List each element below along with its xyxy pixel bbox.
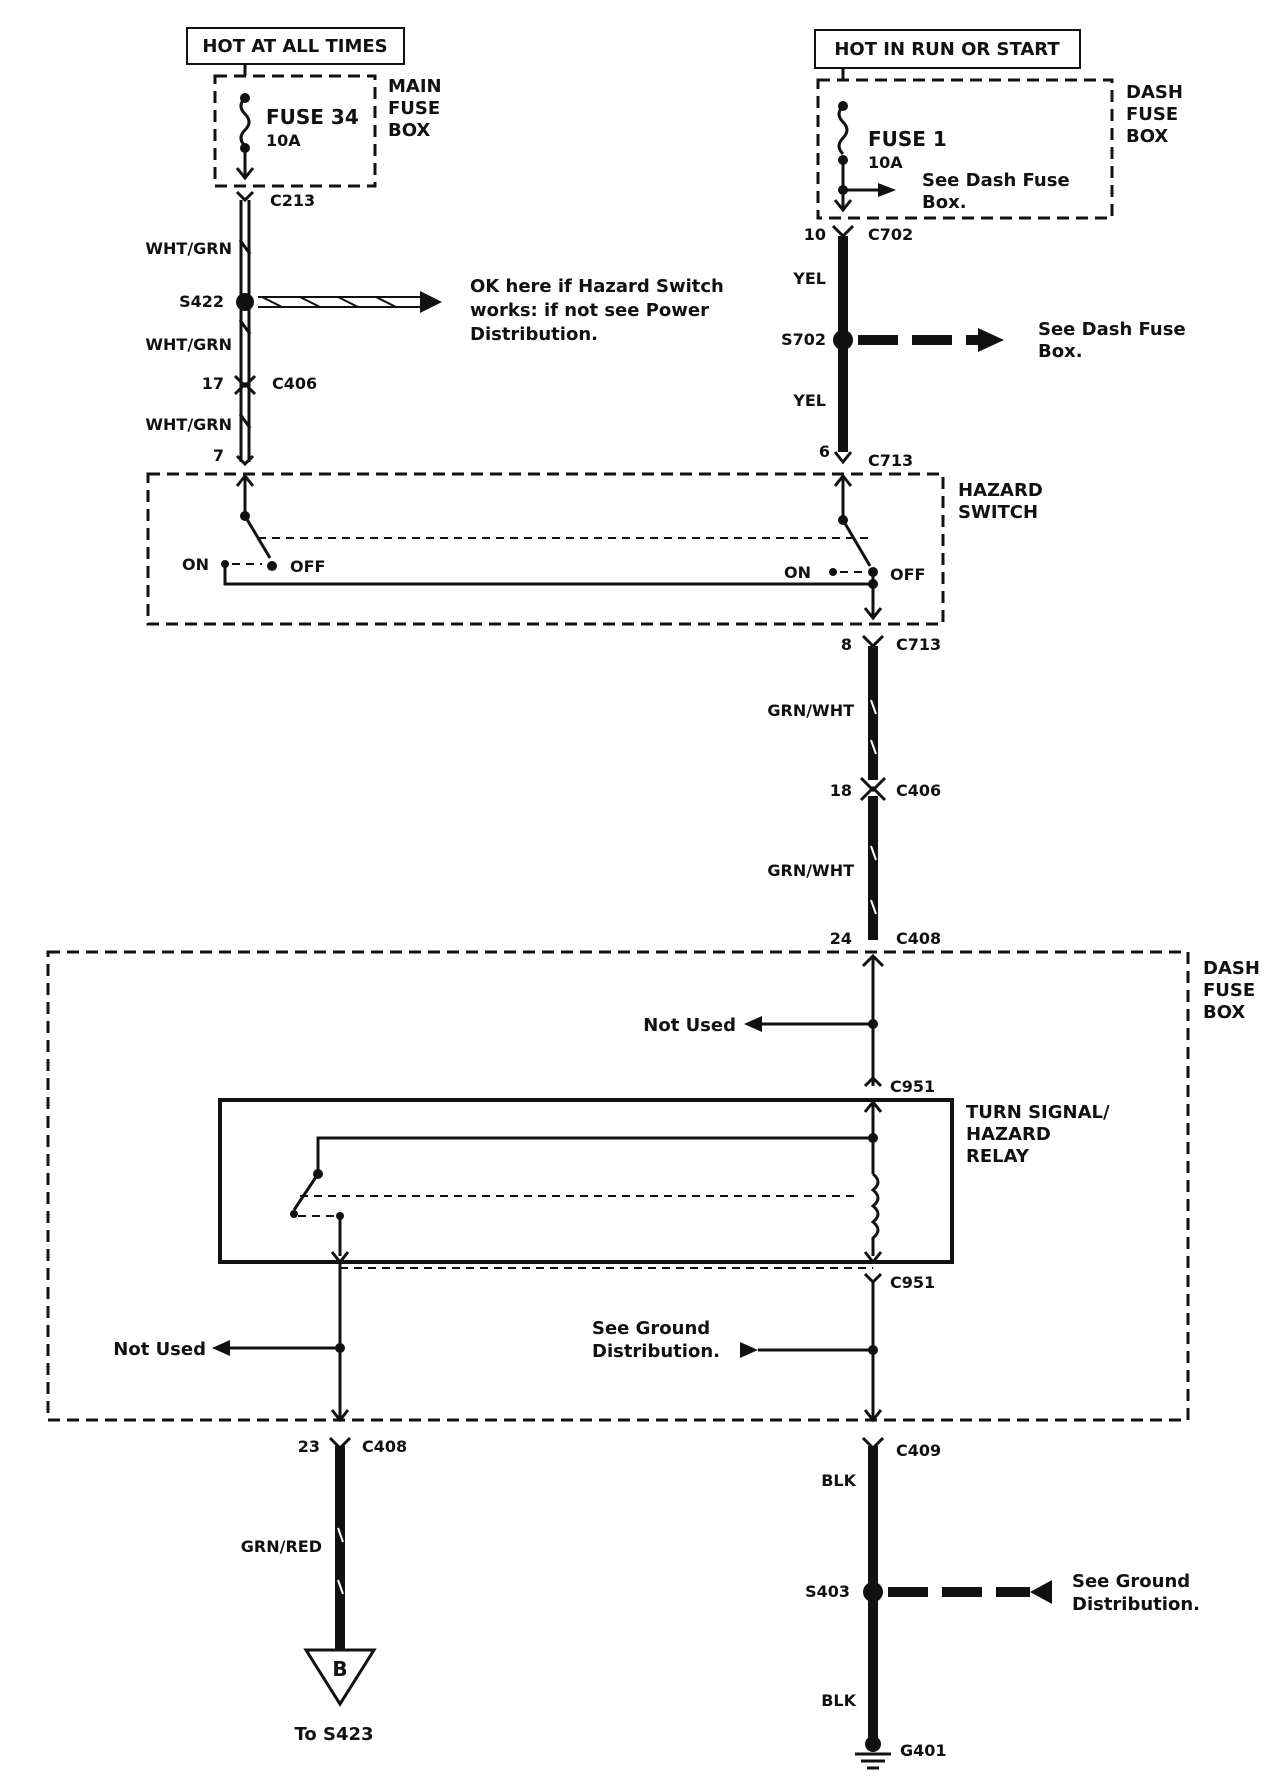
wire-grn-wht	[868, 646, 878, 940]
svg-text:FUSE: FUSE	[1126, 104, 1178, 125]
c702-pin-10: 10	[804, 225, 826, 244]
relay-coil-icon	[870, 1172, 880, 1256]
c713-pin-6: 6	[819, 442, 830, 461]
left-off-label: OFF	[290, 557, 325, 576]
wire-label-yel-1: YEL	[792, 269, 826, 288]
ground-icon	[855, 1736, 891, 1770]
svg-text:FUSE: FUSE	[388, 98, 440, 119]
main-fuse-box: MAIN FUSE BOX FUSE 34 10A	[213, 74, 442, 188]
terminal-b-label: B	[332, 1657, 347, 1681]
s403-note: See Ground	[1072, 1571, 1190, 1592]
fuse-1-rating: 10A	[868, 153, 903, 172]
svg-text:RELAY: RELAY	[966, 1146, 1030, 1167]
connector-c713-out: C713	[896, 635, 941, 654]
terminal-b-icon: B	[303, 1648, 377, 1707]
splice-s403	[863, 1582, 883, 1602]
c406-pin-18: 18	[830, 781, 852, 800]
left-wire-wht-grn	[238, 200, 252, 462]
svg-text:BOX: BOX	[1126, 126, 1168, 147]
wire-label-grn-red: GRN/RED	[241, 1537, 322, 1556]
connector-c213: C213	[270, 191, 315, 210]
wire-label-wht-grn-2: WHT/GRN	[145, 335, 232, 354]
hot-at-all-times-label: HOT AT ALL TIMES	[186, 27, 405, 65]
svg-text:TURN SIGNAL/: TURN SIGNAL/	[966, 1102, 1110, 1123]
connector-c408-out: C408	[362, 1437, 407, 1456]
s422-note: OK here if Hazard Switch	[470, 276, 724, 297]
svg-text:HOT AT ALL TIMES: HOT AT ALL TIMES	[202, 36, 387, 57]
s422-note-3: Distribution.	[470, 324, 598, 345]
fuse-34-icon	[239, 96, 251, 148]
c713-pin-8: 8	[841, 635, 852, 654]
svg-text:FUSE: FUSE	[1203, 980, 1255, 1001]
s702-arrow	[858, 328, 1004, 352]
s403-note-2: Distribution.	[1072, 1594, 1200, 1615]
dash-fuse-box-top: DASH FUSE BOX FUSE 1 10A See Dash Fuse B…	[816, 78, 1183, 220]
connector-c406-mid: C406	[896, 781, 941, 800]
connector-c951-top: C951	[890, 1077, 935, 1096]
hot-in-run-or-start-label: HOT IN RUN OR START	[814, 29, 1081, 69]
wire-label-grn-wht-1: GRN/WHT	[767, 701, 854, 720]
splice-s403-label: S403	[805, 1582, 850, 1601]
svg-text:Box.: Box.	[922, 192, 967, 213]
svg-text:HOT IN RUN OR START: HOT IN RUN OR START	[834, 39, 1060, 60]
svg-text:MAIN: MAIN	[388, 76, 442, 97]
splice-s422	[236, 293, 254, 311]
ground-note: See Ground	[592, 1318, 710, 1339]
wire-label-blk-1: BLK	[821, 1471, 856, 1490]
dash-fuse-note: See Dash Fuse	[922, 170, 1070, 191]
connector-c409: C409	[896, 1441, 941, 1460]
dash-fuse-box-bottom: DASH FUSE BOX Not Used C951 TURN SIGNAL/…	[46, 950, 1260, 1423]
svg-text:DASH: DASH	[1203, 958, 1260, 979]
left-on-label: ON	[182, 555, 209, 574]
splice-s422-label: S422	[179, 292, 224, 311]
wire-grn-red	[335, 1446, 345, 1650]
svg-text:BOX: BOX	[1203, 1002, 1245, 1023]
wire-label-grn-wht-2: GRN/WHT	[767, 861, 854, 880]
connector-c713-in: C713	[868, 451, 913, 470]
ground-g401-label: G401	[900, 1741, 947, 1760]
c408-pin-24: 24	[830, 929, 852, 948]
not-used-right: Not Used	[643, 1015, 736, 1036]
to-s423-label: To S423	[294, 1724, 373, 1745]
s403-arrow	[888, 1580, 1052, 1604]
wire-label-yel-2: YEL	[792, 391, 826, 410]
svg-text:HAZARD: HAZARD	[966, 1124, 1051, 1145]
c406-pin-17: 17	[202, 374, 224, 393]
splice-s702	[833, 330, 853, 350]
splice-s702-label: S702	[781, 330, 826, 349]
c408-pin-23: 23	[298, 1437, 320, 1456]
hazard-switch: HAZARD SWITCH ON OFF ON OFF	[146, 472, 1043, 626]
s422-arrow	[258, 291, 442, 313]
right-off-label: OFF	[890, 565, 925, 584]
wire-label-wht-grn-3: WHT/GRN	[145, 415, 232, 434]
s422-note-2: works: if not see Power	[470, 300, 709, 321]
connector-c951-bottom: C951	[890, 1273, 935, 1292]
svg-text:SWITCH: SWITCH	[958, 502, 1038, 523]
svg-text:Distribution.: Distribution.	[592, 1341, 720, 1362]
fuse-1-name: FUSE 1	[868, 127, 947, 151]
svg-text:BOX: BOX	[388, 120, 430, 141]
s702-note: See Dash Fuse	[1038, 319, 1186, 340]
fuse-34-rating: 10A	[266, 131, 301, 150]
svg-text:DASH: DASH	[1126, 82, 1183, 103]
connector-c406-left: C406	[272, 374, 317, 393]
turn-signal-hazard-relay	[218, 1098, 954, 1264]
s702-note-2: Box.	[1038, 341, 1083, 362]
wire-label-blk-2: BLK	[821, 1691, 856, 1710]
not-used-left: Not Used	[113, 1339, 206, 1360]
fuse-1-icon	[837, 104, 849, 156]
right-on-label: ON	[784, 563, 811, 582]
svg-text:HAZARD: HAZARD	[958, 480, 1043, 501]
switch-pin-7: 7	[213, 446, 224, 465]
connector-c408-in: C408	[896, 929, 941, 948]
connector-c702: C702	[868, 225, 913, 244]
wire-label-wht-grn-1: WHT/GRN	[145, 239, 232, 258]
fuse-34-name: FUSE 34	[266, 105, 359, 129]
